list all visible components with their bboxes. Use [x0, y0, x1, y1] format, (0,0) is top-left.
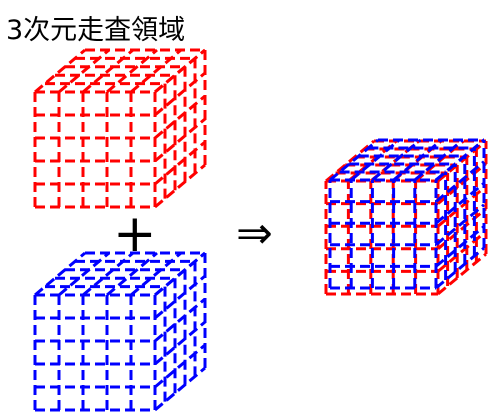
side-depth-line	[437, 185, 487, 228]
top-depth-line	[58, 48, 110, 94]
side-depth-line	[437, 252, 487, 296]
top-depth-line	[34, 251, 86, 297]
side-depth-line	[154, 297, 206, 343]
side-depth-line	[437, 139, 487, 183]
top-depth-line	[106, 48, 158, 94]
side-depth-line	[437, 230, 487, 273]
side-depth-line	[154, 320, 206, 366]
combined-cube	[324, 138, 488, 296]
top-depth-line	[325, 139, 375, 183]
top-depth-line	[130, 48, 182, 94]
red-cube	[33, 48, 207, 209]
top-depth-line	[413, 138, 464, 182]
side-depth-line	[154, 140, 206, 186]
side-depth-line	[154, 251, 206, 297]
side-depth-line	[435, 160, 485, 203]
side-depth-line	[435, 246, 485, 290]
top-depth-line	[82, 48, 134, 94]
side-depth-line	[154, 274, 206, 320]
side-depth-line	[154, 343, 206, 389]
side-depth-line	[154, 48, 206, 94]
implies-arrow: ⇒	[236, 208, 273, 259]
side-depth-line	[154, 117, 206, 163]
top-depth-line	[58, 251, 110, 297]
top-depth-line	[82, 251, 134, 297]
side-depth-line	[154, 366, 206, 412]
side-depth-line	[437, 162, 487, 205]
side-depth-line	[437, 207, 487, 250]
side-depth-line	[154, 163, 206, 209]
side-depth-line	[435, 225, 485, 268]
side-depth-line	[435, 138, 485, 182]
top-depth-line	[371, 138, 422, 182]
side-depth-line	[435, 182, 485, 225]
plus-symbol: +	[113, 204, 157, 264]
blue-cube	[33, 251, 207, 412]
side-depth-line	[154, 94, 206, 140]
side-depth-line	[435, 203, 485, 246]
diagram-title: 3次元走査領域	[6, 15, 186, 46]
side-depth-line	[154, 71, 206, 117]
top-depth-line	[106, 251, 158, 297]
top-depth-line	[34, 48, 86, 94]
top-depth-line	[130, 251, 182, 297]
